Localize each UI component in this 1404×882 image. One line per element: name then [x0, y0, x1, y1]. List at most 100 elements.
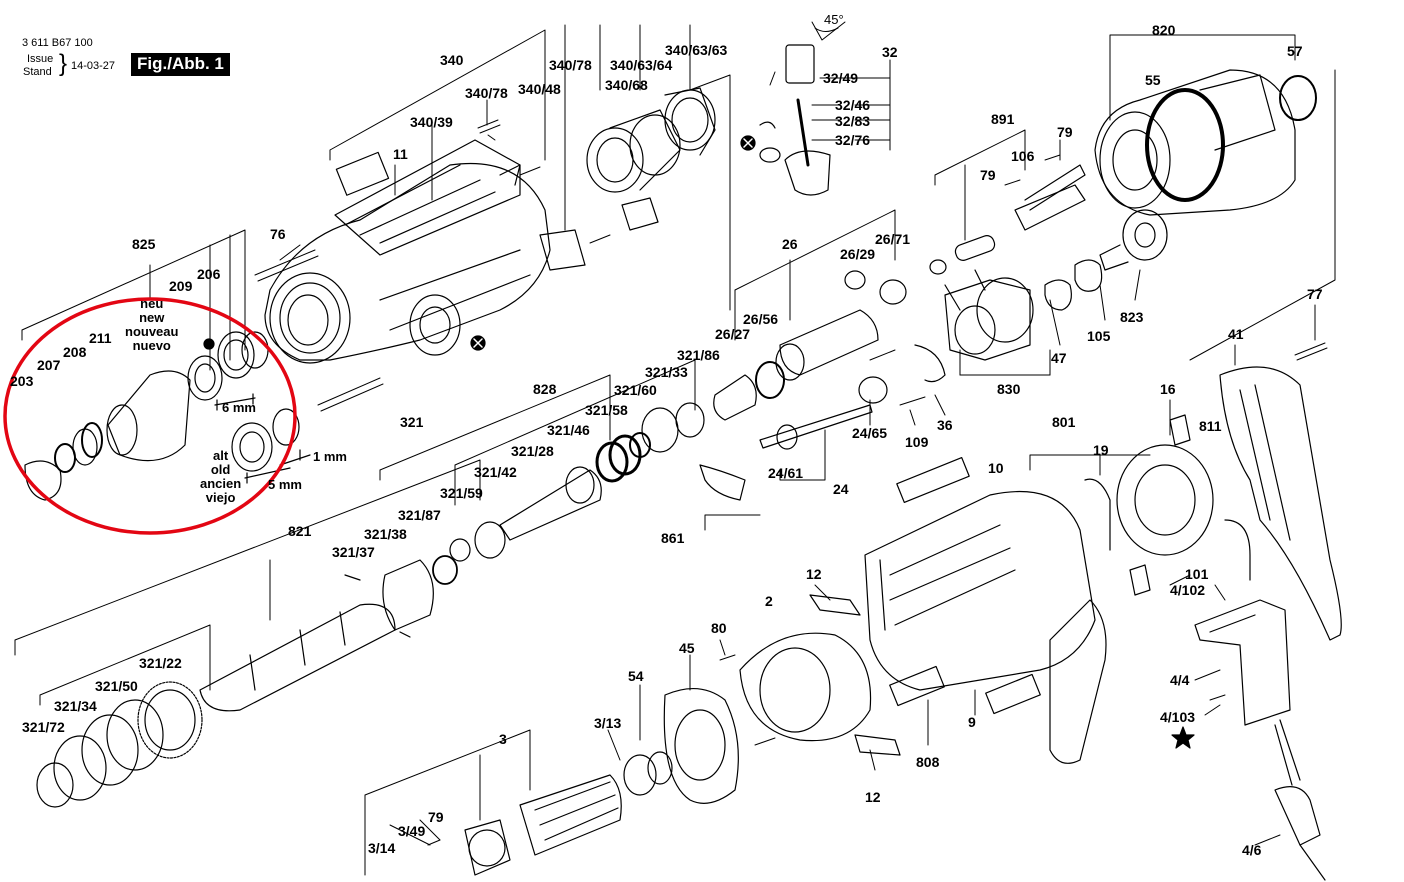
dim-old-gap-b: 5 mm [268, 477, 302, 492]
chuck-parts [24, 331, 311, 501]
part-label: 24/61 [768, 465, 804, 481]
part-label: 57 [1287, 43, 1303, 59]
part-label: 26/29 [840, 246, 876, 262]
part-label: 19 [1093, 442, 1109, 458]
new-note-line3: nouveau [125, 324, 179, 339]
part-label: 321/58 [585, 402, 628, 418]
part-label: 79 [1057, 124, 1073, 140]
part-label: 4/4 [1170, 672, 1190, 688]
part-label: 340/78 [465, 85, 508, 101]
part-label: 77 [1307, 286, 1323, 302]
part-label: 321/22 [139, 655, 182, 671]
part-label: 80 [711, 620, 727, 636]
part-label: 106 [1011, 148, 1035, 164]
tool-holder-parts [539, 87, 716, 271]
part-label: 109 [905, 434, 929, 450]
part-label: 11 [393, 146, 408, 162]
new-note: neu new nouveau nuevo [125, 297, 178, 353]
part-label: 340/63/63 [665, 42, 728, 58]
part-label: 340/48 [518, 81, 561, 97]
part-label: 3/14 [368, 840, 396, 856]
old-note: alt old ancien viejo [200, 449, 241, 505]
old-note-line4: viejo [205, 490, 236, 505]
part-label: 79 [980, 167, 996, 183]
part-label: 830 [997, 381, 1021, 397]
switch-4-4 [1194, 599, 1326, 881]
part-label: 321/87 [398, 507, 441, 523]
part-label: 16 [1160, 381, 1176, 397]
part-label: 321/46 [547, 422, 590, 438]
part-label: 10 [988, 460, 1004, 476]
part-label: 321/34 [54, 698, 97, 714]
angle-indicator [811, 21, 846, 41]
part-label: 3 [499, 731, 507, 747]
label-boxes [335, 151, 1041, 715]
part-label: 321/37 [332, 544, 375, 560]
part-label: 32/46 [835, 97, 871, 113]
part-label: 821 [288, 523, 312, 539]
part-label: 891 [991, 111, 1015, 127]
part-label: 811 [1199, 418, 1222, 434]
part-label: 32/49 [823, 70, 859, 86]
part-label: 825 [132, 236, 156, 252]
shaft-24 [699, 344, 946, 501]
doc-number: 3 611 B67 100 [22, 37, 93, 49]
part-label: 32/83 [835, 113, 871, 129]
part-label: 203 [10, 373, 34, 389]
part-label: 101 [1185, 566, 1209, 582]
part-label: 105 [1087, 328, 1111, 344]
figure-label: Fig./Abb. 1 [131, 53, 230, 76]
part-label: 321/33 [645, 364, 688, 380]
part-label: 4/103 [1160, 709, 1196, 725]
new-note-line2: new [139, 310, 165, 325]
part-label: 209 [169, 278, 193, 294]
handle-41 [1219, 366, 1342, 641]
new-note-line4: nuevo [132, 338, 171, 353]
brush-holder [1084, 414, 1251, 596]
part-label: 79 [428, 809, 444, 825]
old-note-line3: ancien [200, 476, 242, 491]
part-label: 808 [916, 754, 940, 770]
part-label: 321/72 [22, 719, 65, 735]
part-label: 820 [1152, 22, 1176, 38]
issue-label: Issue [27, 53, 54, 65]
part-label: 823 [1120, 309, 1144, 325]
angle-label: 45° [824, 12, 844, 27]
part-label: 321/38 [364, 526, 407, 542]
part-label: 340/68 [605, 77, 648, 93]
field-coil-2 [739, 594, 901, 756]
part-label: 321/86 [677, 347, 720, 363]
part-label: 211 [89, 330, 112, 346]
part-label: 32 [882, 44, 898, 60]
part-label: 24 [833, 481, 849, 497]
part-label: 12 [865, 789, 881, 805]
piston-assembly [713, 270, 907, 421]
baffle-45 [623, 687, 739, 804]
part-label: 340/39 [410, 114, 453, 130]
old-note-line1: alt [213, 448, 229, 463]
part-label: 2 [765, 593, 773, 609]
armature-3 [464, 774, 622, 876]
part-label: 340/78 [549, 57, 592, 73]
part-label: 41 [1228, 326, 1244, 342]
hammer-housing [264, 139, 551, 364]
part-label: 208 [63, 344, 87, 360]
leader-lines [14, 24, 1336, 876]
part-label: 801 [1052, 414, 1076, 430]
part-label: 26 [782, 236, 798, 252]
bracket-parts [929, 164, 1086, 275]
part-label: 861 [661, 530, 685, 546]
dim-old-gap-a: 1 mm [313, 449, 347, 464]
part-label: 9 [968, 714, 976, 730]
part-label: 321/42 [474, 464, 517, 480]
part-label: 4/102 [1170, 582, 1206, 598]
stand-label: Stand [23, 66, 52, 78]
gear-housing-820 [1094, 69, 1317, 216]
part-label: 828 [533, 381, 557, 397]
part-label: 3/49 [398, 823, 426, 839]
part-label: 36 [937, 417, 953, 433]
part-label: 26/27 [715, 326, 751, 342]
part-label: 47 [1051, 350, 1067, 366]
part-label: 207 [37, 357, 61, 373]
